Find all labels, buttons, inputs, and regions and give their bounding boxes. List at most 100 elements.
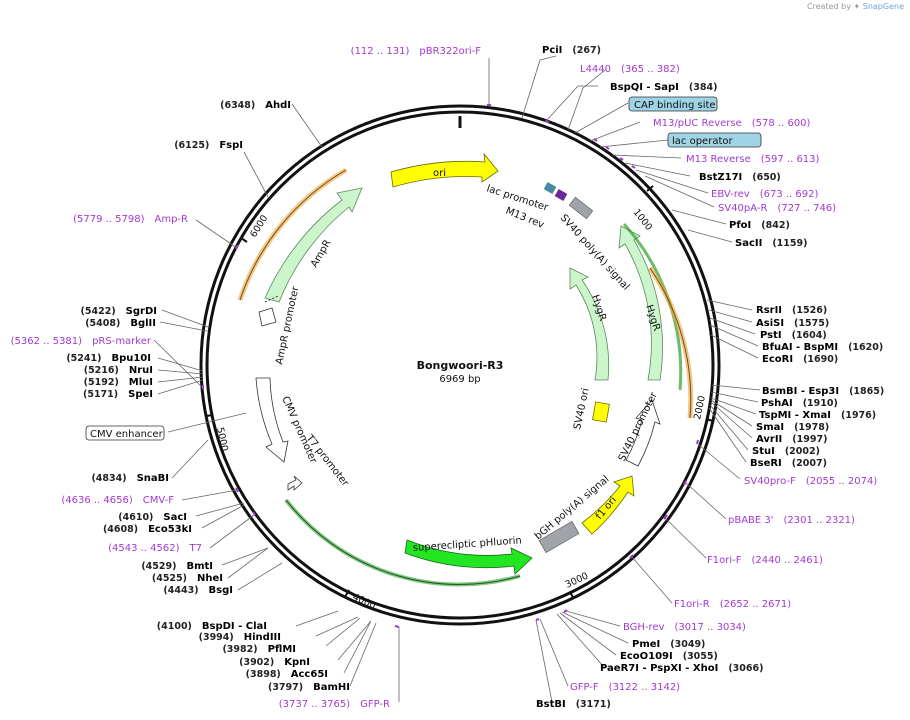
enzyme-label[interactable]: AsiSI(1575)	[756, 318, 829, 329]
enzyme-label[interactable]: (5216)NruI	[84, 365, 153, 376]
enzyme-label[interactable]: BfuAI - BspMI(1620)	[762, 342, 883, 353]
enzyme-label[interactable]: BsmBI - Esp3I(1865)	[762, 386, 884, 397]
ampr-promoter-arrow	[258, 307, 277, 327]
primer-label[interactable]: GFP-F(3122 .. 3142)	[570, 682, 680, 693]
cap-binding-site-label: CAP binding site	[634, 100, 716, 111]
primer-label[interactable]: pBABE 3'(2301 .. 2321)	[728, 515, 855, 526]
snapgene-logo-icon: ✦	[853, 2, 861, 11]
snapgene-credit: Created by ✦ SnapGene	[807, 2, 904, 11]
enzyme-label[interactable]: BstZ17I(650)	[699, 172, 781, 183]
enzyme-label[interactable]: EcoRI(1690)	[762, 354, 838, 365]
pHluorin-orf-core	[285, 499, 521, 586]
ori-arrow	[390, 152, 499, 188]
ori-label: ori	[433, 168, 446, 179]
enzyme-label[interactable]: (5422)SgrDI	[81, 306, 157, 317]
primer-label[interactable]: L4440(365 .. 382)	[580, 64, 680, 75]
cmv-enhancer-label: CMV enhancer	[90, 429, 164, 440]
enzyme-label[interactable]: (5192)MluI	[84, 377, 153, 388]
cmv-enhancer[interactable]: CMV enhancer	[85, 425, 165, 441]
feature-ori[interactable]: ori	[390, 152, 499, 188]
enzyme-label[interactable]: PfoI(842)	[729, 220, 790, 231]
primer-label[interactable]: M13/pUC Reverse(578 .. 600)	[653, 118, 811, 129]
enzyme-label[interactable]: (3982)PflMI	[222, 644, 296, 655]
tick-6000: 6000	[248, 213, 270, 239]
enzyme-label[interactable]: (6125)FspI	[174, 140, 243, 151]
enzyme-label[interactable]: EcoO109I(3055)	[620, 651, 718, 662]
enzyme-label[interactable]: PshAI(1910)	[761, 398, 838, 409]
primer-label[interactable]: M13 Reverse(597 .. 613)	[686, 154, 820, 165]
ampr-orf-core	[239, 169, 347, 301]
enzyme-label[interactable]: (4525)NheI	[152, 573, 223, 584]
enzyme-label[interactable]: (4610)SacI	[118, 512, 187, 523]
tick-4000: 4000	[351, 592, 378, 612]
primer-label[interactable]: EBV-rev(673 .. 692)	[711, 189, 818, 200]
enzyme-label[interactable]: (3994)HindIII	[199, 632, 281, 643]
primer-label[interactable]: (4636 .. 4656)CMV-F	[61, 495, 174, 506]
primer-label[interactable]: (5362 .. 5381)pRS-marker	[11, 336, 152, 347]
enzyme-label[interactable]: BspQI - SapI(384)	[610, 82, 717, 93]
plasmid-name: Bongwoori-R3	[417, 359, 504, 372]
tick-2000: 2000	[692, 395, 708, 421]
enzyme-label[interactable]: PmeI(3049)	[632, 639, 705, 650]
enzyme-label[interactable]: (4834)SnaBI	[91, 473, 169, 484]
primer-label[interactable]: (3737 .. 3765)GFP-R	[279, 699, 390, 710]
enzyme-label[interactable]: (4100)BspDI - ClaI	[157, 621, 267, 632]
enzyme-label[interactable]: SmaI(1978)	[756, 422, 829, 433]
primer-label[interactable]: SV40pro-F(2055 .. 2074)	[744, 476, 877, 487]
backbone-inner	[205, 110, 715, 620]
enzyme-label[interactable]: (3797)BamHI	[268, 682, 350, 693]
bgh-polya-box	[538, 521, 580, 553]
feature-sv40-promoter[interactable]: SV40 promoter	[617, 390, 661, 467]
feature-sv40-ori[interactable]: SV40 ori	[572, 387, 610, 431]
primer-label[interactable]: (5779 .. 5798)Amp-R	[73, 214, 188, 225]
sv40-orf-core	[649, 267, 692, 419]
enzyme-labels-left: (3797)BamHI (3898)Acc65I (3902)KpnI (398…	[66, 100, 350, 693]
enzyme-label[interactable]: (5171)SpeI	[83, 389, 153, 400]
backbone-outer	[199, 104, 721, 626]
primer-labels: (112 .. 131)pBR322ori-F L4440(365 .. 382…	[11, 46, 878, 710]
lac-promoter-box	[543, 182, 557, 194]
enzyme-label[interactable]: (3902)KpnI	[239, 657, 310, 668]
sv40-promoter-arrow	[625, 399, 661, 467]
enzyme-label[interactable]: SacII(1159)	[735, 238, 807, 249]
enzyme-label[interactable]: (3898)Acc65I	[246, 669, 328, 680]
primer-label[interactable]: F1ori-R(2652 .. 2671)	[674, 599, 791, 610]
sv40-polya-box	[568, 196, 594, 220]
m13-rev-box	[554, 189, 568, 201]
lac-operator[interactable]: lac operator	[667, 132, 762, 148]
enzyme-label[interactable]: (6348)AhdI	[220, 100, 291, 111]
plasmid-size: 6969 bp	[439, 374, 480, 385]
enzyme-label[interactable]: AvrII(1997)	[756, 434, 827, 445]
primer-label[interactable]: (4543 .. 4562)T7	[108, 543, 202, 554]
primer-label[interactable]: (112 .. 131)pBR322ori-F	[351, 46, 482, 57]
feature-pHluorin[interactable]: superecliptic pHluorin	[284, 498, 533, 587]
enzyme-label[interactable]: BseRI(2007)	[750, 458, 827, 469]
enzyme-label[interactable]: PaeR7I - PspXI - XhoI(3066)	[600, 663, 763, 674]
enzyme-label[interactable]: StuI(2002)	[752, 446, 820, 457]
enzyme-label[interactable]: (4608)Eco53kI	[103, 524, 192, 535]
enzyme-label[interactable]: (4443)BsgI	[163, 585, 233, 596]
pHluorin-label: superecliptic pHluorin	[412, 535, 522, 554]
enzyme-label[interactable]: BstBI(3171)	[536, 699, 611, 710]
ampr-arrow	[264, 187, 363, 303]
primer-label[interactable]: BGH-rev(3017 .. 3034)	[623, 622, 746, 633]
credit-brand: SnapGene	[862, 2, 904, 11]
primer-label[interactable]: F1ori-F(2440 .. 2461)	[707, 555, 823, 566]
enzyme-label[interactable]: (4529)BmtI	[141, 561, 213, 572]
lac-operator-label: lac operator	[672, 136, 733, 147]
cmv-promoter-arrow	[255, 377, 289, 463]
feature-cmv[interactable]: CMV promoter T7 promoter	[255, 377, 351, 491]
enzyme-label[interactable]: (5408)BglII	[85, 318, 156, 329]
enzyme-label[interactable]: (5241)Bpu10I	[66, 353, 151, 364]
enzyme-label[interactable]: RsrII(1526)	[756, 305, 827, 316]
feature-hygr-inner[interactable]: HygR	[569, 267, 610, 381]
feature-lac-region[interactable]: lac promoter M13 rev SV40 poly(A) signal	[485, 182, 631, 293]
enzyme-label[interactable]: PstI(1604)	[760, 330, 827, 341]
leader-lines	[153, 55, 761, 703]
primer-label[interactable]: SV40pA-R(727 .. 746)	[718, 203, 836, 214]
enzyme-label[interactable]: TspMI - XmaI(1976)	[759, 410, 876, 421]
credit-prefix: Created by	[806, 2, 851, 11]
enzyme-label[interactable]: PciI(267)	[542, 45, 601, 56]
feature-hygr-outer[interactable]: HygR	[618, 222, 694, 419]
cap-binding-site[interactable]: CAP binding site	[628, 96, 718, 112]
